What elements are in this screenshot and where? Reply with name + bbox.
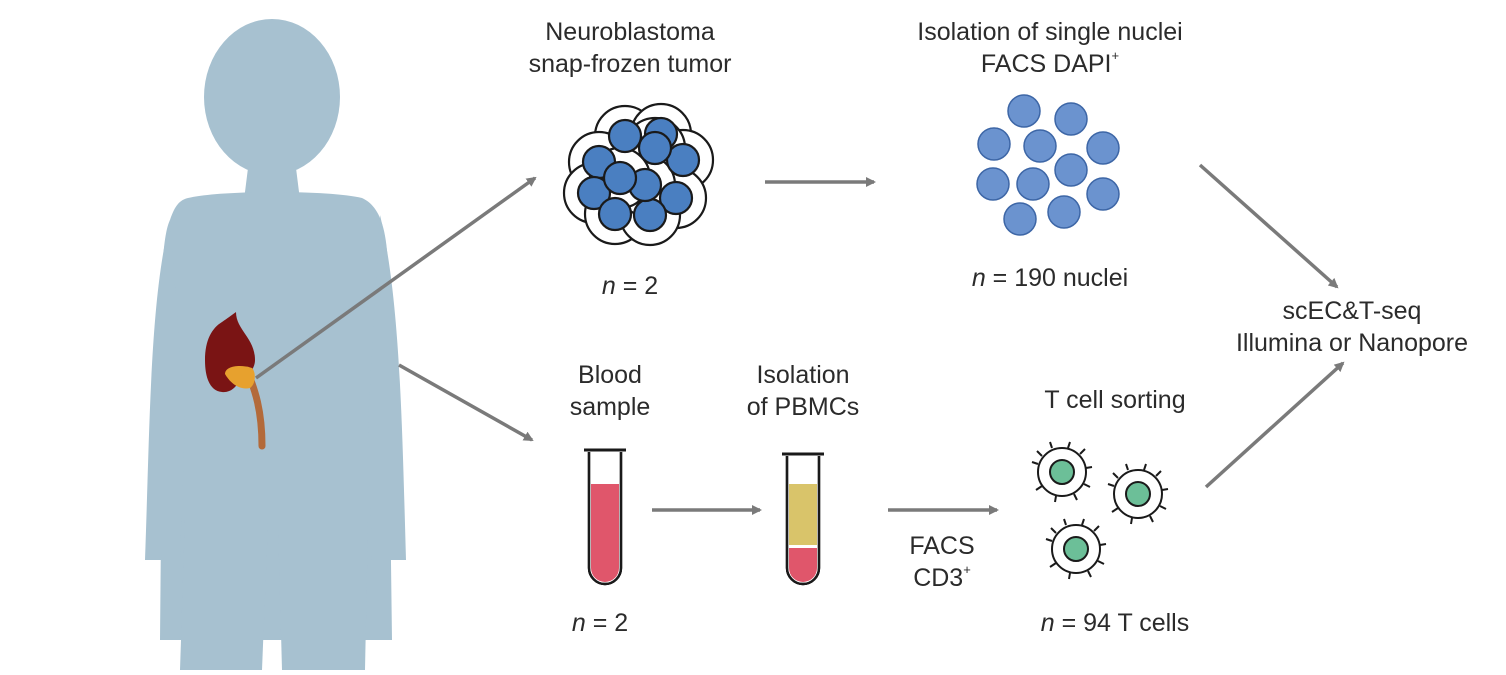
tcell-title-text: T cell sorting <box>1044 386 1186 414</box>
t-cell <box>1045 518 1107 580</box>
tumor-label-line2: snap-frozen tumor <box>528 50 732 78</box>
blood-tube-icon <box>584 448 626 586</box>
nuclei-label-line2: FACS DAPI+ <box>980 48 1120 78</box>
blood-count: n = 2 <box>530 607 670 639</box>
facs-label-line1: FACS <box>909 532 975 560</box>
tumor-count: n = 2 <box>560 270 700 302</box>
tcell-count-value: = 94 T cells <box>1054 609 1190 637</box>
tcell-count: n = 94 T cells <box>1010 607 1220 639</box>
tumor-count-value: = 2 <box>615 272 659 300</box>
tcell-title: T cell sorting <box>1010 384 1220 416</box>
n-symbol: n <box>601 272 616 300</box>
nuclei-count: n = 190 nuclei <box>930 262 1170 294</box>
blood-label-line2: sample <box>569 393 651 421</box>
facs-cd3-label: FACS CD3+ <box>882 530 1002 594</box>
sequencing-label-line1: scEC&T-seq <box>1282 297 1422 325</box>
nuclei-label-line1: Isolation of single nuclei <box>917 18 1183 46</box>
pbmc-label: Isolation of PBMCs <box>728 359 878 423</box>
nuclei-label: Isolation of single nuclei FACS DAPI+ <box>880 16 1220 80</box>
sequencing-label-line2: Illumina or Nanopore <box>1235 329 1469 357</box>
t-cell <box>1107 463 1169 525</box>
blood-count-value: = 2 <box>585 609 629 637</box>
t-cells-icon <box>1031 441 1169 580</box>
sequencing-label: scEC&T-seq Illumina or Nanopore <box>1214 295 1490 359</box>
tumor-label: Neuroblastoma snap-frozen tumor <box>500 16 760 80</box>
n-symbol: n <box>571 609 586 637</box>
single-nuclei <box>976 94 1120 236</box>
child-silhouette <box>145 19 406 670</box>
pbmc-label-line1: Isolation <box>756 361 850 389</box>
facs-label-line2: CD3+ <box>913 562 971 592</box>
n-symbol: n <box>1040 609 1055 637</box>
blood-label-line1: Blood <box>578 361 642 389</box>
arrow-nuclei-to-seq <box>1198 163 1339 289</box>
blood-label: Blood sample <box>540 359 680 423</box>
n-symbol: n <box>971 264 986 292</box>
tumor-label-line1: Neuroblastoma <box>545 18 715 46</box>
arrow-to-blood <box>398 363 534 442</box>
pbmc-tube-icon <box>782 452 824 586</box>
tumor-cell-cluster <box>562 102 715 247</box>
kidney-icon <box>205 312 266 450</box>
arrow-tcell-to-seq <box>1204 361 1345 489</box>
nuclei-count-value: = 190 nuclei <box>985 264 1129 292</box>
t-cell <box>1031 441 1093 503</box>
arrow-to-tumor <box>254 176 537 380</box>
pbmc-label-line2: of PBMCs <box>746 393 860 421</box>
